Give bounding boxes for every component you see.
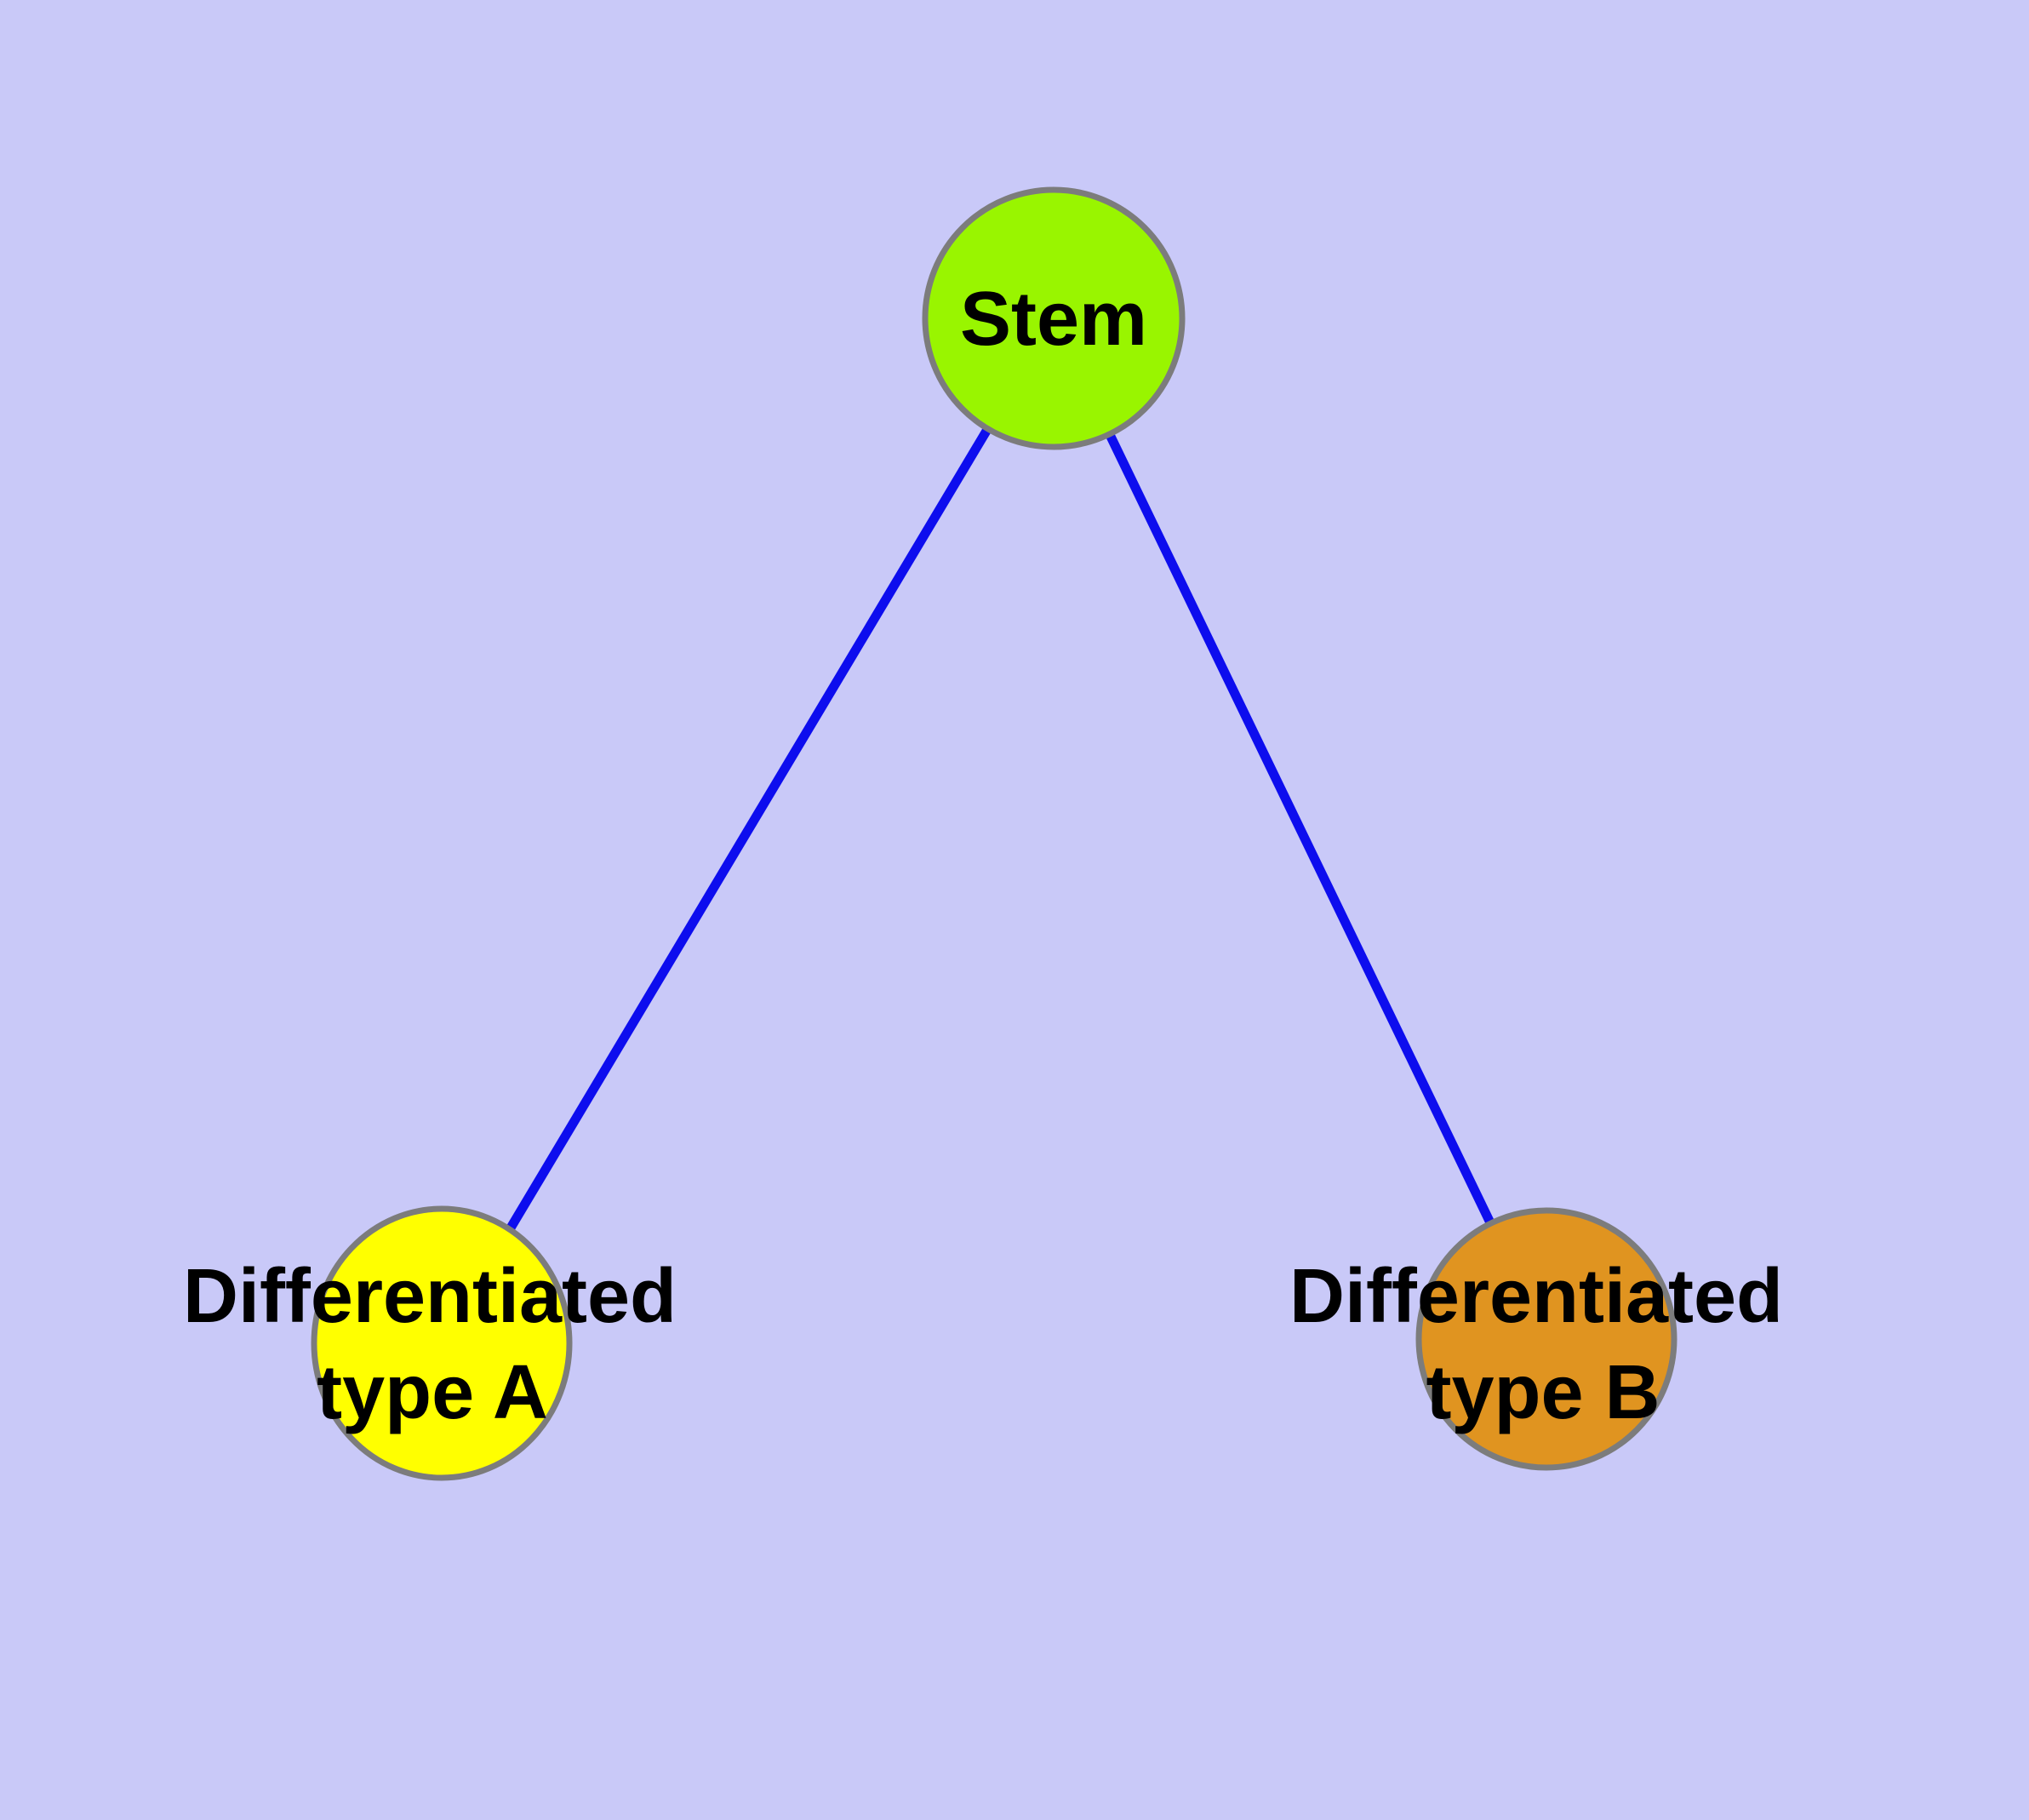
node-stem	[922, 186, 1186, 450]
node-differentiated-type-a	[311, 1205, 573, 1481]
node-differentiated-type-b	[1415, 1207, 1677, 1471]
edge-stem-to-type-b	[1049, 316, 1551, 1342]
node-stem-label: Stem	[960, 277, 1147, 362]
node-type-b-label-line1: Differentiated	[1289, 1254, 1783, 1339]
node-type-a-label-line1: Differentiated	[183, 1254, 677, 1339]
node-type-a-label-line2: type A	[317, 1350, 548, 1435]
node-type-b-label-line2: type B	[1426, 1350, 1660, 1435]
edge-stem-to-type-a	[437, 316, 1058, 1346]
